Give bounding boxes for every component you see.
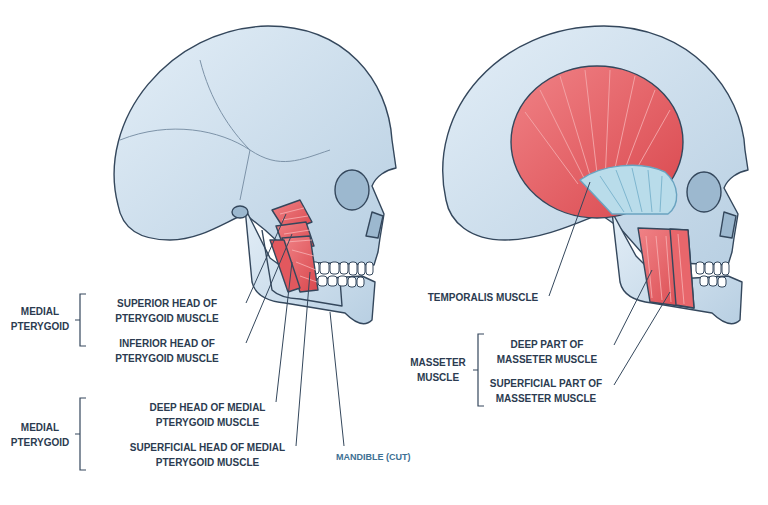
part-label: TEMPORALIS MUSCLE xyxy=(420,290,546,305)
group-label: MEDIAL PTERYGOID xyxy=(6,304,74,334)
part-label: SUPERFICIAL HEAD OF MEDIAL PTERYGOID MUS… xyxy=(120,440,295,470)
label-holder: SUPERFICIAL HEAD OF MEDIAL PTERYGOID MUS… xyxy=(120,440,295,470)
label-holder: DEEP PART OF MASSETER MUSCLE xyxy=(484,337,610,367)
label-holder: DEEP HEAD OF MEDIAL PTERYGOID MUSCLE xyxy=(120,400,295,430)
group-label: MASSETER MUSCLE xyxy=(404,355,472,385)
part-label: INFERIOR HEAD OF PTERYGOID MUSCLE xyxy=(92,336,242,366)
part-label: SUPERFICIAL PART OF MASSETER MUSCLE xyxy=(480,376,612,406)
left-skull xyxy=(114,26,396,324)
label-holder: INFERIOR HEAD OF PTERYGOID MUSCLE xyxy=(92,336,242,366)
right-skull xyxy=(443,26,748,324)
part-label: MANDIBLE (CUT) xyxy=(336,450,446,465)
group-label: MEDIAL PTERYGOID xyxy=(6,420,74,450)
label-holder: SUPERIOR HEAD OF PTERYGOID MUSCLE xyxy=(92,296,242,326)
label-holder: MEDIAL PTERYGOID xyxy=(6,420,74,450)
part-label: DEEP HEAD OF MEDIAL PTERYGOID MUSCLE xyxy=(120,400,295,430)
part-label: SUPERIOR HEAD OF PTERYGOID MUSCLE xyxy=(92,296,242,326)
leader-lines xyxy=(246,182,670,446)
group-brackets xyxy=(75,294,484,470)
label-holder: MEDIAL PTERYGOID xyxy=(6,304,74,334)
label-holder: MANDIBLE (CUT) xyxy=(336,450,446,465)
label-holder: TEMPORALIS MUSCLE xyxy=(420,290,546,305)
label-holder: MASSETER MUSCLE xyxy=(404,355,472,385)
part-label: DEEP PART OF MASSETER MUSCLE xyxy=(484,337,610,367)
label-holder: SUPERFICIAL PART OF MASSETER MUSCLE xyxy=(480,376,612,406)
